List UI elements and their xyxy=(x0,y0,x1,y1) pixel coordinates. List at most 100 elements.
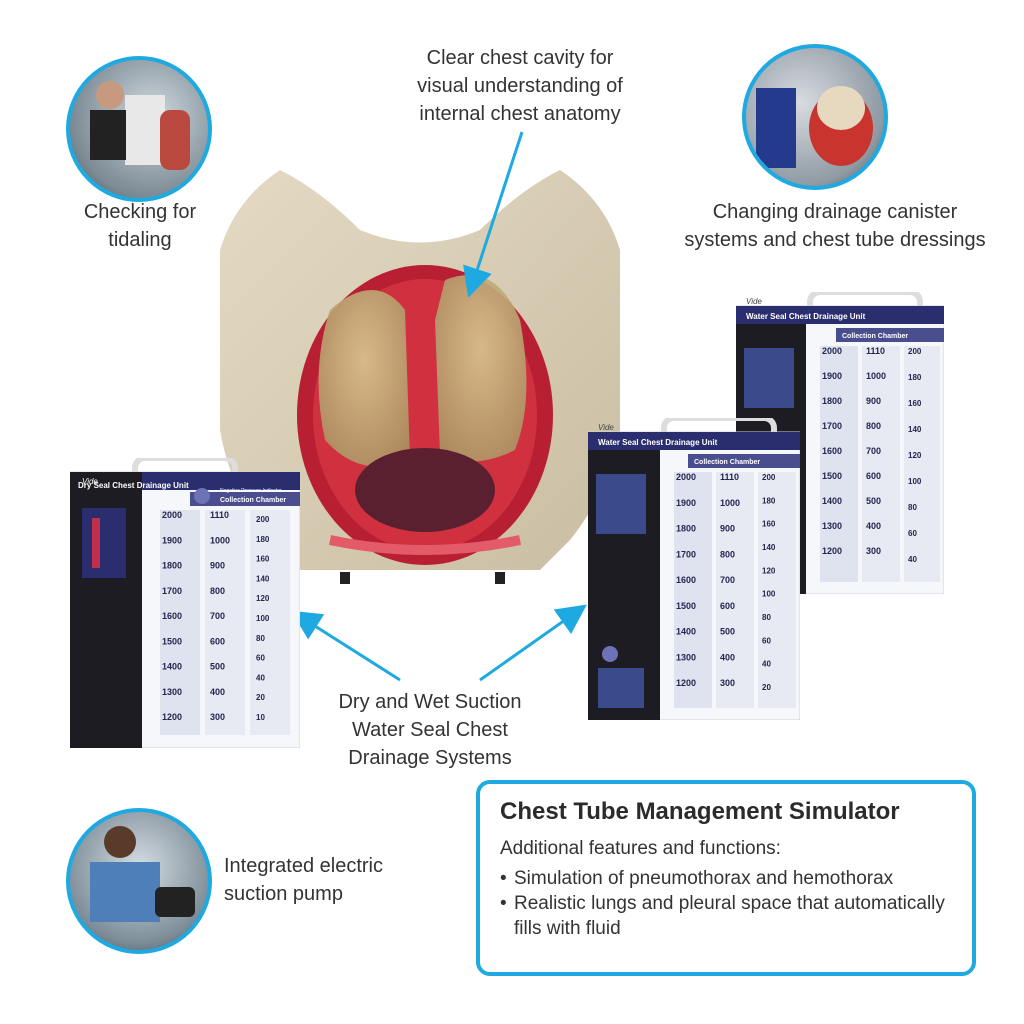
scale-label: 2000 xyxy=(162,510,182,520)
feature-bullet: Realistic lungs and pleural space that a… xyxy=(500,891,952,941)
photo-checking-tidaling xyxy=(66,56,212,202)
scale-label: 300 xyxy=(720,678,735,688)
scale-label: 1300 xyxy=(676,652,696,662)
chest-simulator-image xyxy=(220,170,620,584)
scale-label: 40 xyxy=(256,673,265,682)
scale-label: 140 xyxy=(762,543,776,552)
feature-box: Chest Tube Management Simulator Addition… xyxy=(476,780,976,976)
scale-label: 800 xyxy=(720,549,735,559)
front-unit-title: Water Seal Chest Drainage Unit xyxy=(598,438,718,447)
scale-label: 1800 xyxy=(676,524,696,534)
scale-label: 1700 xyxy=(676,549,696,559)
scale-label: 1500 xyxy=(676,601,696,611)
scale-label: 80 xyxy=(908,503,917,512)
scale-label: 900 xyxy=(866,396,881,406)
scale-label: 160 xyxy=(256,555,270,564)
scale-label: 1200 xyxy=(676,678,696,688)
scale-label: 1200 xyxy=(822,546,842,556)
scale-label: 1700 xyxy=(822,421,842,431)
caption-line: visual understanding of xyxy=(417,75,623,97)
scale-label: 160 xyxy=(908,399,922,408)
scale-label: 80 xyxy=(762,613,771,622)
scale-label: 1600 xyxy=(676,575,696,585)
scale-label: 1300 xyxy=(822,521,842,531)
scale-label: 100 xyxy=(908,477,922,486)
scale-label: 120 xyxy=(256,594,270,603)
scale-label: 120 xyxy=(762,566,776,575)
scale-label: 600 xyxy=(720,601,735,611)
scale-label: 1000 xyxy=(210,535,230,545)
scale-label: 60 xyxy=(256,654,265,663)
scale-label: 1600 xyxy=(162,611,182,621)
feature-list: Simulation of pneumothorax and hemothora… xyxy=(500,866,952,941)
caption-tidaling: Checking for tidaling xyxy=(60,198,220,254)
water-seal-unit-front: Vide Water Seal Chest Drainage Unit Coll… xyxy=(588,418,800,720)
scale-label: 200 xyxy=(256,515,270,524)
scale-label: 160 xyxy=(762,520,776,529)
dry-unit-brand: Vide xyxy=(82,477,98,486)
scale-label: 1300 xyxy=(162,687,182,697)
scale-label: 300 xyxy=(866,546,881,556)
scale-label: 600 xyxy=(866,471,881,481)
scale-label: 120 xyxy=(908,451,922,460)
feature-subtitle: Additional features and functions: xyxy=(500,838,781,859)
dry-seal-drainage-unit: Vide Dry Seal Chest Drainage Unit Collec… xyxy=(70,458,300,748)
photo-changing-canister xyxy=(742,44,888,190)
scale-label: 2000 xyxy=(822,346,842,356)
back-unit-brand: Vide xyxy=(746,297,762,306)
scale-label: 400 xyxy=(866,521,881,531)
scale-label: 400 xyxy=(720,652,735,662)
dry-unit-title: Dry Seal Chest Drainage Unit xyxy=(78,481,189,490)
scale-label: 1400 xyxy=(162,662,182,672)
scale-label: 60 xyxy=(762,636,771,645)
scale-label: 1900 xyxy=(676,498,696,508)
caption-pump: Integrated electric suction pump xyxy=(224,852,404,908)
scale-label: 800 xyxy=(866,421,881,431)
scale-label: 1400 xyxy=(676,627,696,637)
back-unit-chamber: Collection Chamber xyxy=(842,333,908,340)
scale-label: 180 xyxy=(908,373,922,382)
photo-suction-pump xyxy=(66,808,212,954)
scale-label: 700 xyxy=(720,575,735,585)
caption-line: systems and chest tube dressings xyxy=(684,229,986,251)
scale-label: 700 xyxy=(210,611,225,621)
scale-label: 1700 xyxy=(162,586,182,596)
caption-clear-cavity: Clear chest cavity for visual understand… xyxy=(400,44,640,128)
scale-label: 400 xyxy=(210,687,225,697)
scale-label: 900 xyxy=(720,524,735,534)
scale-label: 140 xyxy=(256,574,270,583)
scale-label: 1400 xyxy=(822,496,842,506)
scale-label: 1600 xyxy=(822,446,842,456)
scale-label: 1900 xyxy=(162,535,182,545)
front-unit-brand: Vide xyxy=(598,423,614,432)
scale-label: 60 xyxy=(908,529,917,538)
caption-line: tidaling xyxy=(108,229,172,251)
scale-label: 100 xyxy=(762,590,776,599)
scale-label: 200 xyxy=(908,347,922,356)
scale-label: 900 xyxy=(210,561,225,571)
scale-label: 40 xyxy=(908,555,917,564)
scale-label: 500 xyxy=(210,662,225,672)
scale-label: 1110 xyxy=(210,510,229,520)
caption-line: Clear chest cavity for xyxy=(426,47,614,69)
scale-label: 20 xyxy=(762,683,771,692)
scale-label: 1110 xyxy=(720,472,739,482)
scale-label: 500 xyxy=(866,496,881,506)
dry-unit-chamber: Collection Chamber xyxy=(220,497,286,504)
feature-title: Chest Tube Management Simulator xyxy=(500,798,900,825)
caption-line: Water Seal Chest xyxy=(352,719,508,741)
scale-label: 1500 xyxy=(822,471,842,481)
caption-line: Changing drainage canister xyxy=(712,201,958,223)
scale-label: 180 xyxy=(762,496,776,505)
scale-label: 80 xyxy=(256,634,265,643)
scale-label: 500 xyxy=(720,627,735,637)
feature-bullet: Simulation of pneumothorax and hemothora… xyxy=(500,866,952,891)
